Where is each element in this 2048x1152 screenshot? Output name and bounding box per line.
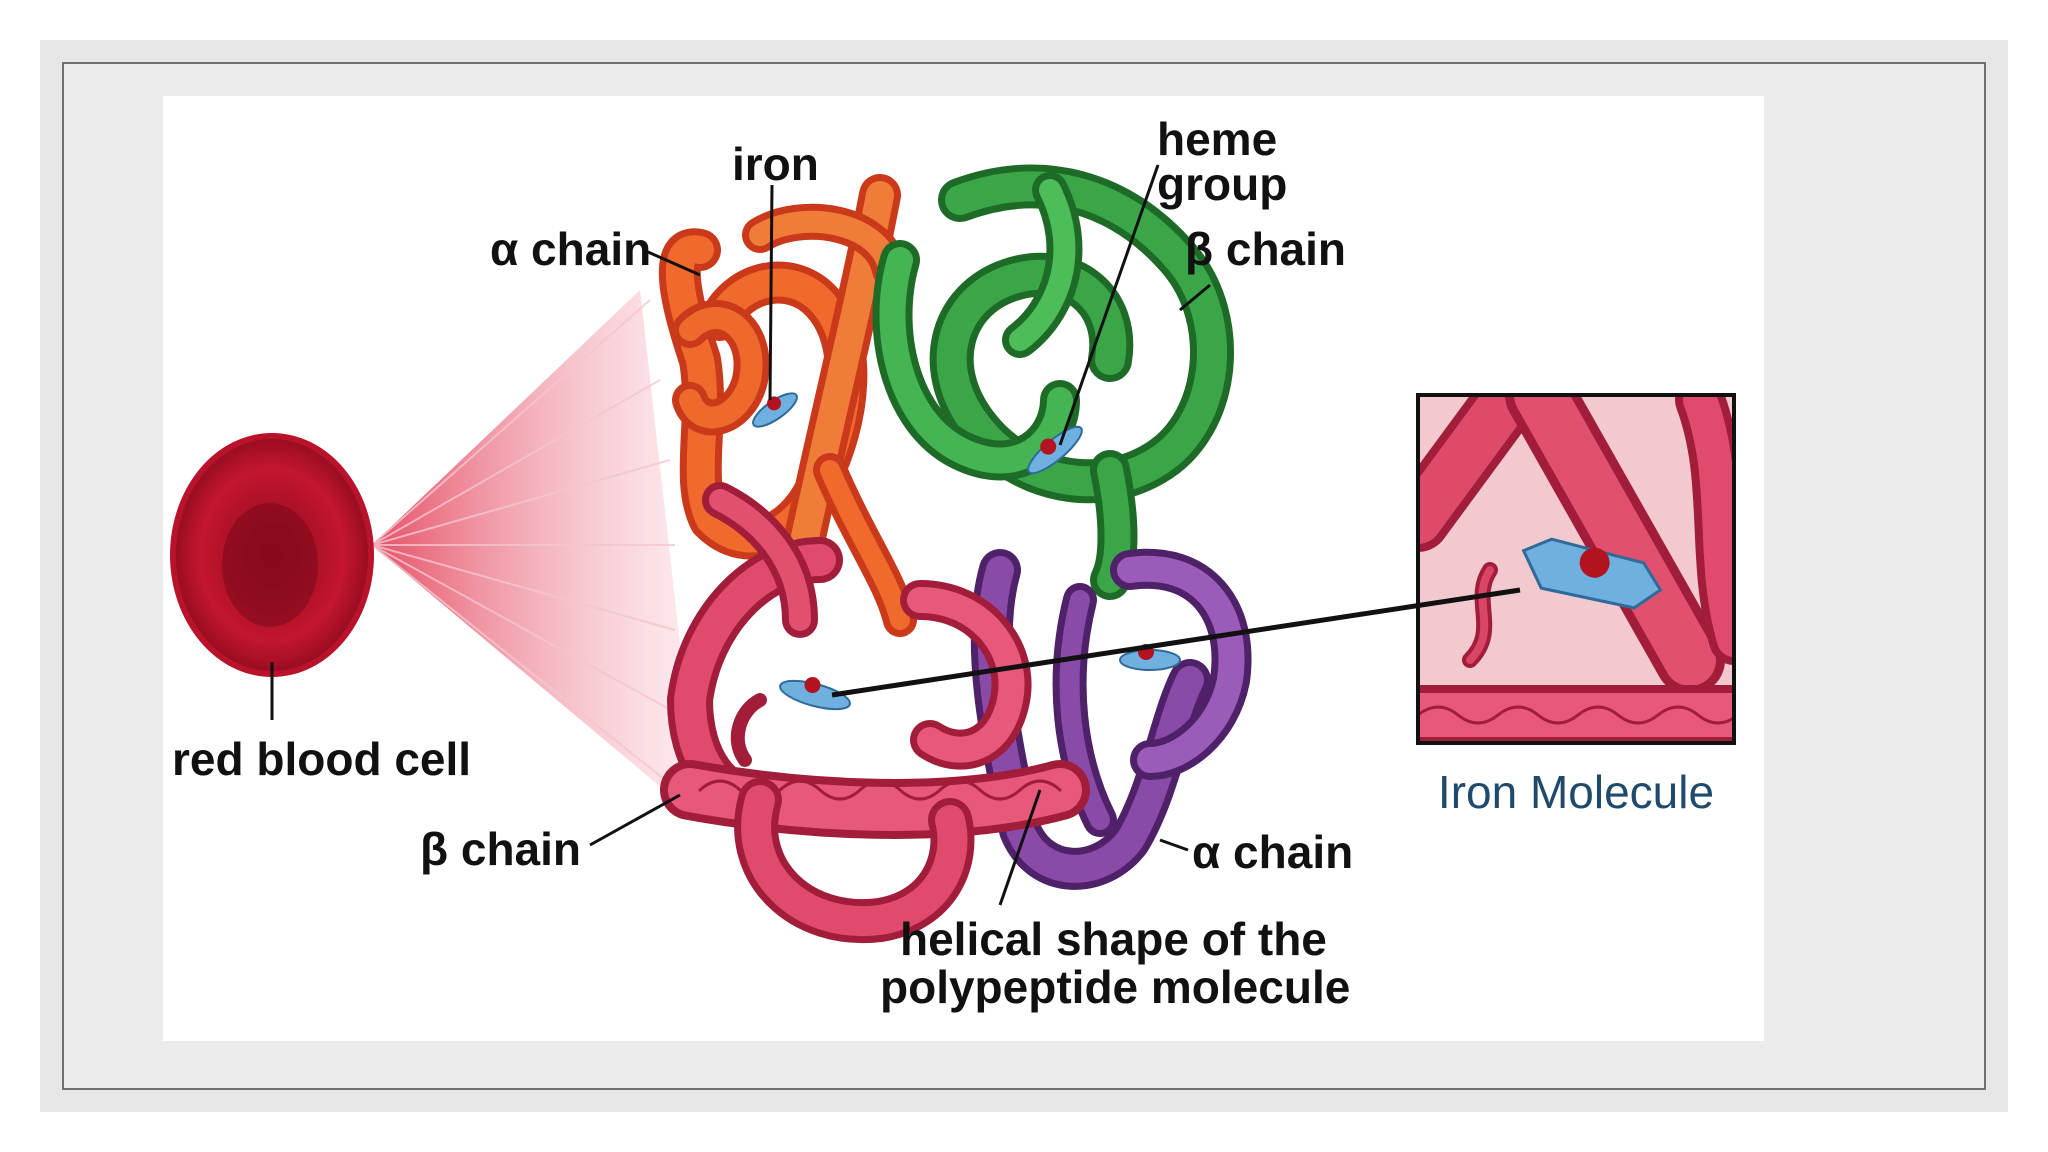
label-heme-group-line2: group — [1157, 158, 1287, 210]
zoom-rays — [371, 290, 700, 820]
label-alpha-chain-bottom: α chain — [1192, 826, 1353, 878]
iron-molecule-inset — [1416, 393, 1736, 745]
label-beta-chain-bottom: β chain — [420, 823, 581, 875]
red-blood-cell — [170, 433, 374, 720]
label-helical-line1: helical shape of the — [900, 913, 1327, 965]
label-helical-line2: polypeptide molecule — [880, 961, 1350, 1013]
leader-lines — [589, 164, 1211, 906]
inset-connector-line — [831, 587, 1521, 698]
label-beta-chain-top: β chain — [1185, 223, 1346, 275]
heme-groups — [752, 392, 1181, 711]
labels: iron heme group α chain β chain red bloo… — [172, 113, 1714, 1013]
label-iron: iron — [732, 138, 819, 190]
beta-chain-top-molecule — [872, 164, 1234, 600]
inset-heme — [1521, 537, 1663, 610]
inset-caption: Iron Molecule — [1438, 766, 1714, 818]
heme-beta-bottom — [779, 677, 851, 711]
label-alpha-chain-top: α chain — [490, 223, 651, 275]
label-red-blood-cell: red blood cell — [172, 733, 471, 785]
heme-beta-top — [1027, 425, 1083, 475]
beta-chain-bottom-molecule — [660, 482, 1090, 944]
label-heme-group-line1: heme — [1157, 113, 1277, 165]
